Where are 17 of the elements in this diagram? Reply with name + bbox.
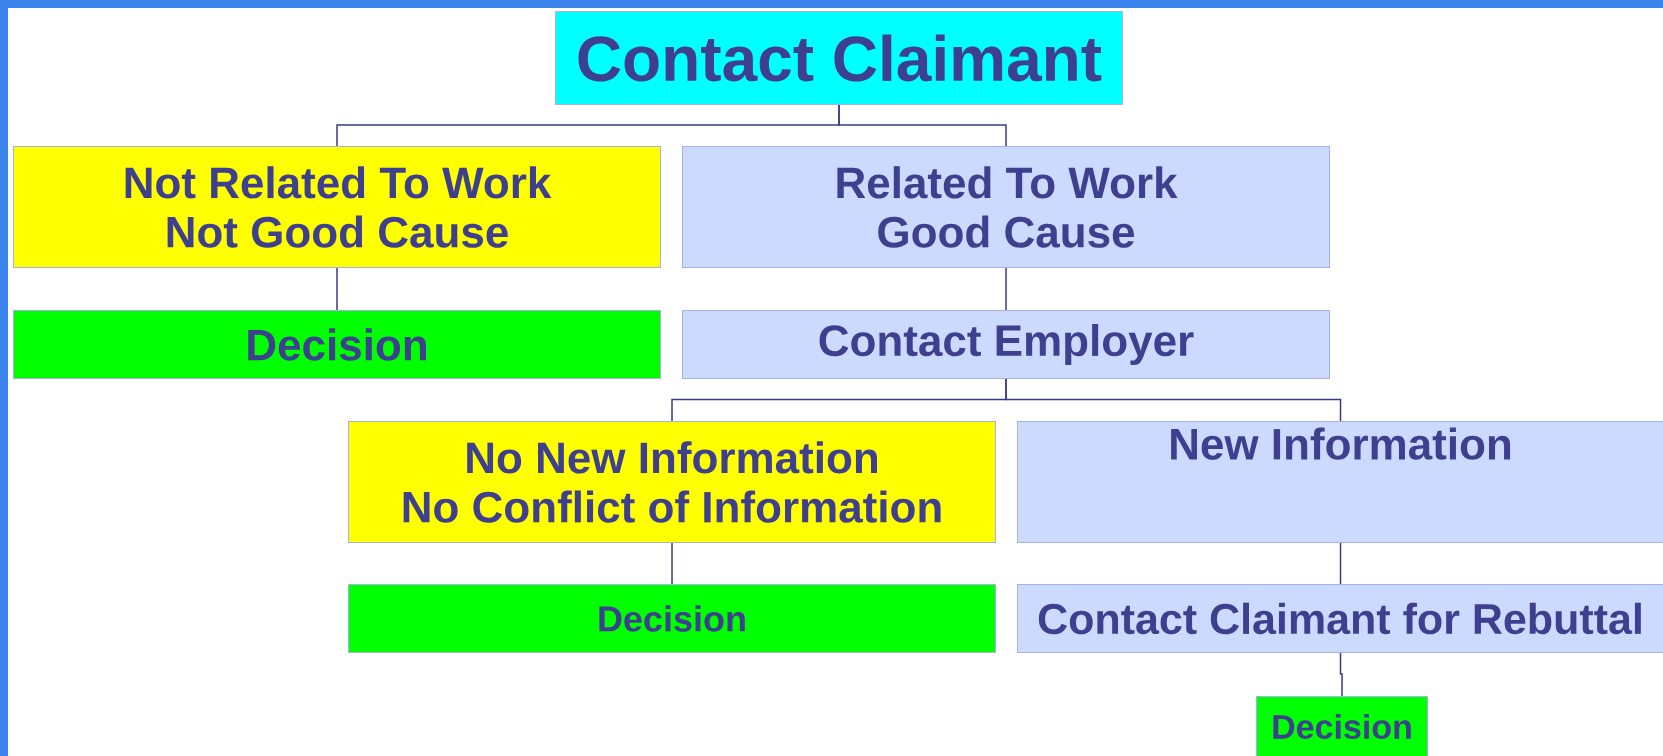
category-box: New Information [1017,421,1663,543]
process-box: Contact Employer [682,310,1330,379]
process-box: Contact Claimant for Rebuttal [1017,584,1663,653]
category-box: Related To Work Good Cause [682,146,1330,268]
connector-line [1339,542,1342,585]
connector-line [336,267,338,311]
category-box: No New Information No Conflict of Information [348,421,996,543]
outcome-box: Decision [13,310,661,379]
category-box: Not Related To Work Not Good Cause [13,146,661,268]
title-box: Contact Claimant [555,11,1123,105]
connector-line [1339,652,1343,697]
outcome-box: Decision [1256,696,1428,756]
connector-line [838,104,1007,147]
outcome-box: Decision [348,584,996,653]
connector-line [1005,267,1007,311]
connector-line [1005,378,1342,422]
connector-line [671,542,673,585]
